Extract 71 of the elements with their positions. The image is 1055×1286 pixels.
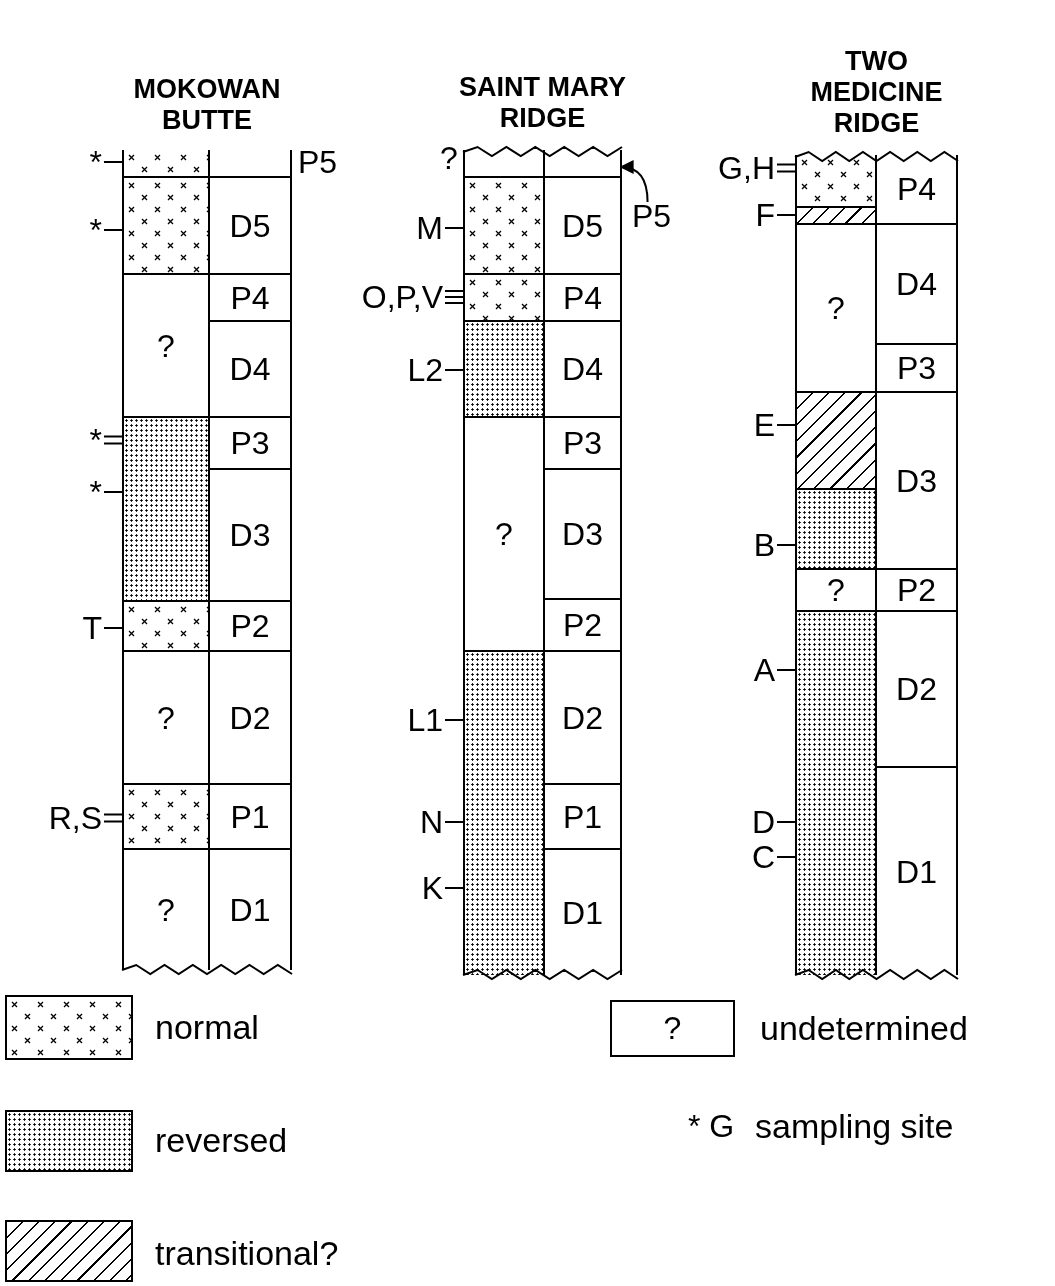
polarity-cell: ? xyxy=(465,418,545,652)
polarity-cell xyxy=(465,178,545,275)
column-heading: SAINT MARY RIDGE xyxy=(458,71,627,134)
polarity-cell xyxy=(465,652,545,975)
leader-line xyxy=(444,887,466,889)
leader-line xyxy=(776,669,798,671)
leader-line xyxy=(103,627,125,629)
leader-line xyxy=(444,369,466,371)
legend-text: normal xyxy=(155,1007,259,1047)
site-label: M xyxy=(416,208,443,248)
column-heading: TWO MEDICINE RIDGE xyxy=(809,45,944,139)
legend-symbol: * G xyxy=(688,1107,735,1146)
site-label: O,P,V xyxy=(361,277,443,317)
polarity-cell xyxy=(797,612,877,975)
polarity-cell xyxy=(124,602,210,652)
site-label: L2 xyxy=(407,350,443,390)
site-label: N xyxy=(419,802,443,842)
polarity-cell: ? xyxy=(124,652,210,785)
site-label: B xyxy=(753,525,775,565)
interval-label: ? xyxy=(440,139,458,178)
site-label: R,S xyxy=(48,798,102,838)
leader-line xyxy=(103,813,125,823)
polarity-cell xyxy=(797,490,877,570)
leader-line xyxy=(776,424,798,426)
polarity-cell xyxy=(465,275,545,322)
polarity-cell: ? xyxy=(797,225,877,393)
leader-line xyxy=(776,821,798,823)
site-label: T xyxy=(82,608,102,648)
leader-line xyxy=(776,856,798,858)
leader-line xyxy=(103,491,125,493)
column-heading: MOKOWAN BUTTE xyxy=(132,73,282,136)
interval-cell xyxy=(210,150,290,178)
leader-line xyxy=(103,435,125,445)
leader-line xyxy=(444,290,466,304)
site-label: * xyxy=(89,210,102,250)
leader-line xyxy=(103,229,125,231)
legend-text: sampling site xyxy=(755,1106,954,1146)
legend-text: reversed xyxy=(155,1120,288,1160)
site-label: F xyxy=(755,195,775,235)
site-label: G,H xyxy=(718,148,775,188)
legend-symbol: ? xyxy=(663,1010,682,1047)
leader-line xyxy=(444,227,466,229)
polarity-cell xyxy=(797,393,877,490)
arrow xyxy=(619,160,649,203)
polarity-cell xyxy=(124,785,210,850)
site-label: * xyxy=(89,142,102,182)
polarity-cell: ? xyxy=(124,275,210,418)
polarity-cell xyxy=(124,150,210,178)
interval-label: P5 xyxy=(298,143,338,182)
leader-line xyxy=(103,161,125,163)
site-label: A xyxy=(753,650,775,690)
polarity-cell xyxy=(465,150,545,178)
site-label: E xyxy=(753,405,775,445)
site-label: * xyxy=(89,472,102,512)
leader-line xyxy=(776,544,798,546)
leader-line xyxy=(776,163,798,173)
site-label: L1 xyxy=(407,700,443,740)
site-label: * xyxy=(89,420,102,460)
leader-line xyxy=(444,719,466,721)
leader-line xyxy=(776,214,798,216)
polarity-cell xyxy=(465,322,545,418)
polarity-cell xyxy=(124,418,210,602)
legend-text: undetermined xyxy=(760,1008,968,1048)
interval-label: P5 xyxy=(632,196,672,236)
site-label: K xyxy=(421,868,443,908)
leader-line xyxy=(444,821,466,823)
polarity-cell xyxy=(797,155,877,208)
polarity-cell xyxy=(797,208,877,225)
polarity-cell xyxy=(124,178,210,275)
legend-text: transitional? xyxy=(155,1233,339,1273)
polarity-cell: ? xyxy=(797,570,877,612)
